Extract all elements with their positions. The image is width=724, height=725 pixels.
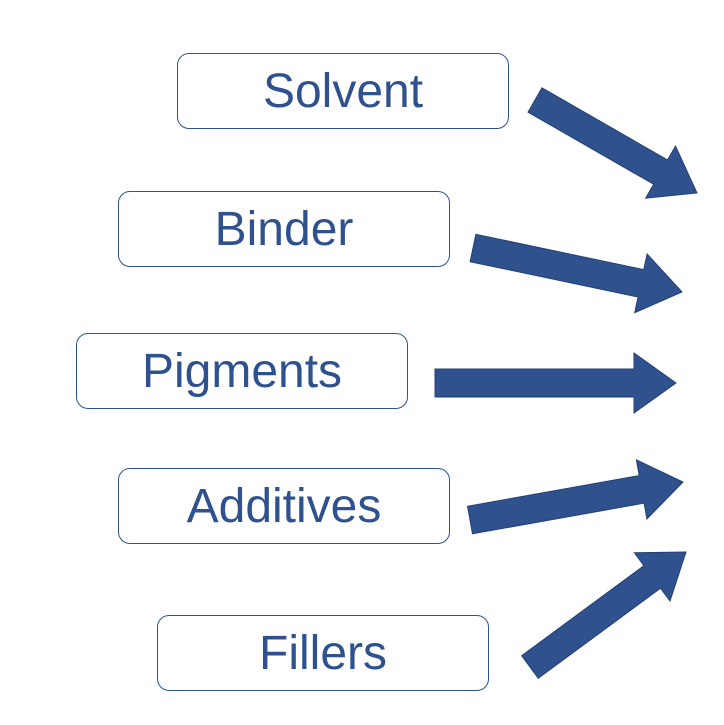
arrow-icon-5 xyxy=(520,551,687,679)
component-label: Additives xyxy=(186,479,382,533)
component-box-pigments: Pigments xyxy=(76,333,408,409)
arrow-icon-1 xyxy=(527,87,698,199)
component-label: Solvent xyxy=(262,64,424,118)
arrow-icon-2 xyxy=(469,233,683,314)
arrow-icon-4 xyxy=(466,458,684,535)
component-label: Binder xyxy=(214,202,354,256)
component-box-binder: Binder xyxy=(118,191,450,267)
arrow-icon-3 xyxy=(434,352,677,414)
component-box-additives: Additives xyxy=(118,468,450,544)
component-box-solvent: Solvent xyxy=(177,53,509,129)
component-label: Pigments xyxy=(141,344,343,398)
component-box-fillers: Fillers xyxy=(157,615,489,691)
component-label: Fillers xyxy=(259,626,387,680)
